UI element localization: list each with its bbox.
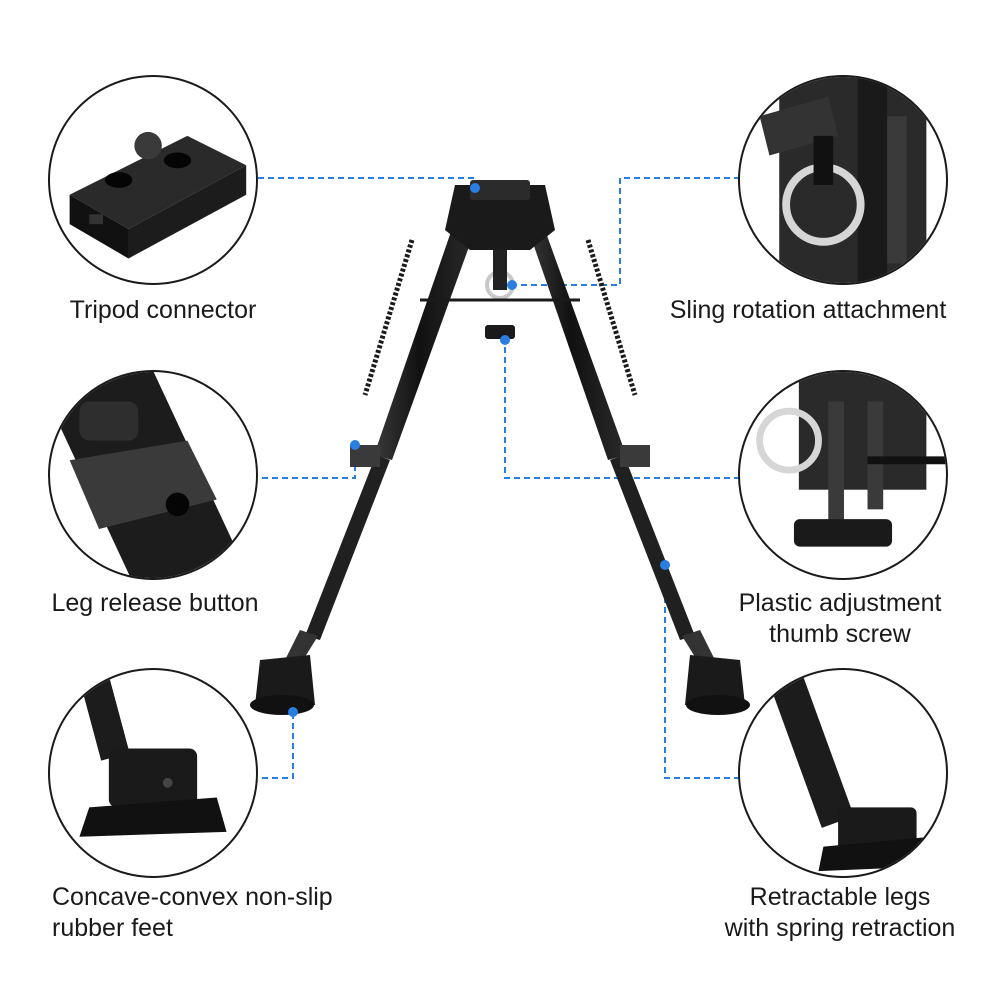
tripod-connector-label: Tripod connector <box>69 296 257 324</box>
sling-rotation-circle <box>738 75 948 285</box>
thumb-screw-circle <box>738 370 948 580</box>
retractable-legs-circle <box>738 668 948 878</box>
sling-swivel-detail-icon <box>759 77 927 283</box>
connector-legs <box>664 565 740 779</box>
anchor-dots <box>288 183 670 717</box>
bipod-head <box>420 180 580 339</box>
leg-release-detail-icon <box>51 372 237 578</box>
leg-release-circle <box>48 370 258 580</box>
rubber-foot-detail-icon <box>78 670 227 837</box>
retractable-legs-label: Retractable legs with spring retraction <box>724 883 956 942</box>
leg-release-label: Leg release button <box>51 589 259 617</box>
tripod-connector-circle <box>48 75 258 285</box>
left-leg <box>250 220 475 715</box>
left-spring <box>362 239 415 396</box>
thumb-screw-detail-icon <box>756 372 946 547</box>
sling-rotation-label: Sling rotation attachment <box>669 296 947 324</box>
thumb-screw-knob <box>485 325 515 339</box>
connector-tripod <box>258 177 476 188</box>
thumb-screw-label: Plastic adjustment thumb screw <box>738 589 942 648</box>
right-leg <box>525 220 750 715</box>
connector-feet <box>262 712 294 779</box>
connector-thumb-screw <box>504 340 740 479</box>
rubber-feet-circle <box>48 668 258 878</box>
rubber-feet-label: Concave-convex non-slip rubber feet <box>52 883 333 942</box>
tripod-connector-detail-icon <box>69 131 247 259</box>
right-spring <box>585 239 638 396</box>
retractable-leg-detail-icon <box>768 670 937 872</box>
connector-leg-release <box>262 445 356 479</box>
connector-sling <box>512 177 740 286</box>
